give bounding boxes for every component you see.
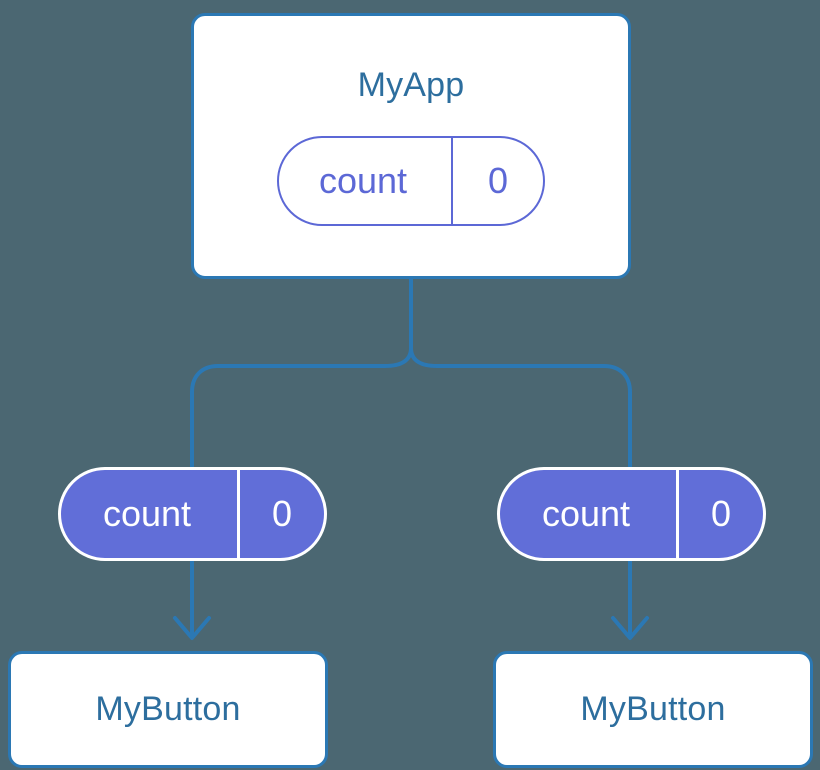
state-pill-key: count <box>102 493 192 534</box>
state-pill-value: 0 <box>451 138 543 224</box>
component-card-mybutton-right[interactable]: MyButton <box>493 651 813 768</box>
component-title-mybutton: MyButton <box>95 690 241 728</box>
component-card-mybutton-left[interactable]: MyButton <box>8 651 328 768</box>
state-pill-left-child[interactable]: count 0 <box>58 467 327 561</box>
state-pill-key: count <box>318 160 408 201</box>
state-pill-value: 0 <box>676 470 763 558</box>
state-pill-value: 0 <box>237 470 324 558</box>
state-pill-key: count <box>541 493 631 534</box>
wire-branch-right <box>409 347 632 467</box>
arrowhead-left-icon <box>173 616 211 640</box>
arrowhead-right-icon <box>611 616 649 640</box>
state-pill-myapp[interactable]: count 0 <box>277 136 545 226</box>
component-title-myapp: MyApp <box>357 66 465 104</box>
component-title-mybutton: MyButton <box>580 690 726 728</box>
wire-branch-left <box>190 347 413 467</box>
state-pill-right-child[interactable]: count 0 <box>497 467 766 561</box>
